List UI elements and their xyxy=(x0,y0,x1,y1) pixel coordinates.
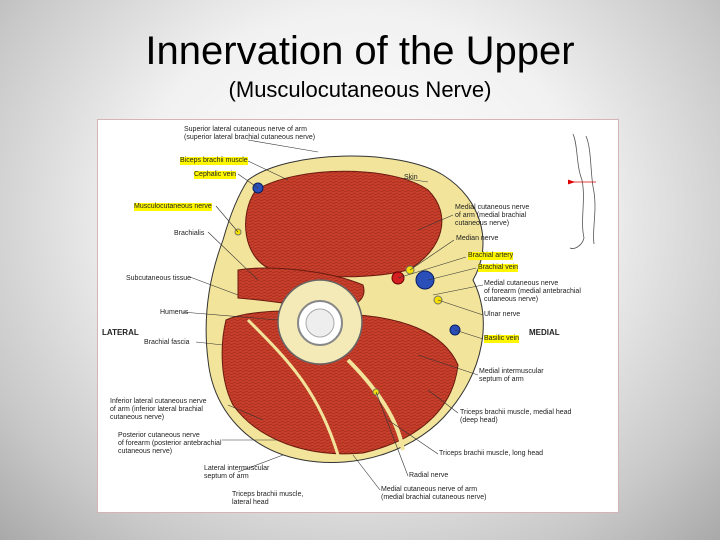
label-cephalic-vein: Cephalic vein xyxy=(194,171,237,179)
label-brachial-artery: Brachial artery xyxy=(468,252,514,260)
label-lateral-intermuscular-septum: Lateral intermuscular septum of arm xyxy=(204,465,270,480)
cross-section-illustration xyxy=(181,133,596,491)
label-biceps: Biceps brachii muscle xyxy=(180,157,248,165)
label-triceps-medial-head: Triceps brachii muscle, medial head (dee… xyxy=(460,409,572,424)
label-triceps-long-head: Triceps brachii muscle, long head xyxy=(439,450,544,457)
medial-label: MEDIAL xyxy=(529,328,560,337)
biceps-muscle xyxy=(245,170,443,278)
label-brachialis: Brachialis xyxy=(174,230,205,237)
label-triceps-lateral-head: Triceps brachii muscle, lateral head xyxy=(232,491,304,506)
label-ulnar-nerve: Ulnar nerve xyxy=(484,311,521,318)
label-superior-lateral-cutaneous: Superior lateral cutaneous nerve of arm … xyxy=(184,126,316,141)
label-medial-cutaneous-forearm: Medial cutaneous nerve of forearm (media… xyxy=(484,280,581,303)
reference-thumbnail xyxy=(567,133,596,249)
label-basilic-vein: Basilic vein xyxy=(484,335,520,343)
slide-title: Innervation of the Upper xyxy=(145,29,575,73)
lateral-label: LATERAL xyxy=(102,328,139,337)
label-posterior-cutaneous-forearm: Posterior cutaneous nerve of forearm (po… xyxy=(118,432,222,455)
label-brachial-fascia: Brachial fascia xyxy=(144,339,190,346)
label-humerus: Humerus xyxy=(160,309,189,316)
label-medial-cutaneous-arm-bottom: Medial cutaneous nerve of arm (medial br… xyxy=(381,486,487,501)
label-radial-nerve: Radial nerve xyxy=(409,472,449,479)
label-medial-cutaneous-arm-top: Medial cutaneous nerve of arm (medial br… xyxy=(455,204,530,227)
brachial-vein xyxy=(415,270,435,290)
label-brachial-vein: Brachial vein xyxy=(478,264,519,272)
label-medial-intermuscular-septum: Medial intermuscular septum of arm xyxy=(479,368,544,383)
arm-cross-section-figure: LATERAL MEDIAL Superior lateral cutaneou… xyxy=(97,119,619,513)
label-median-nerve: Median nerve xyxy=(456,235,499,242)
label-skin: Skin xyxy=(404,174,418,181)
label-musculocutaneous-nerve: Musculocutaneous nerve xyxy=(134,203,212,211)
label-inferior-lateral-cutaneous: Inferior lateral cutaneous nerve of arm … xyxy=(110,398,207,421)
label-subcutaneous-tissue: Subcutaneous tissue xyxy=(126,275,191,282)
leader-lines xyxy=(181,139,484,491)
slide-subtitle: (Musculocutaneous Nerve) xyxy=(228,77,492,102)
